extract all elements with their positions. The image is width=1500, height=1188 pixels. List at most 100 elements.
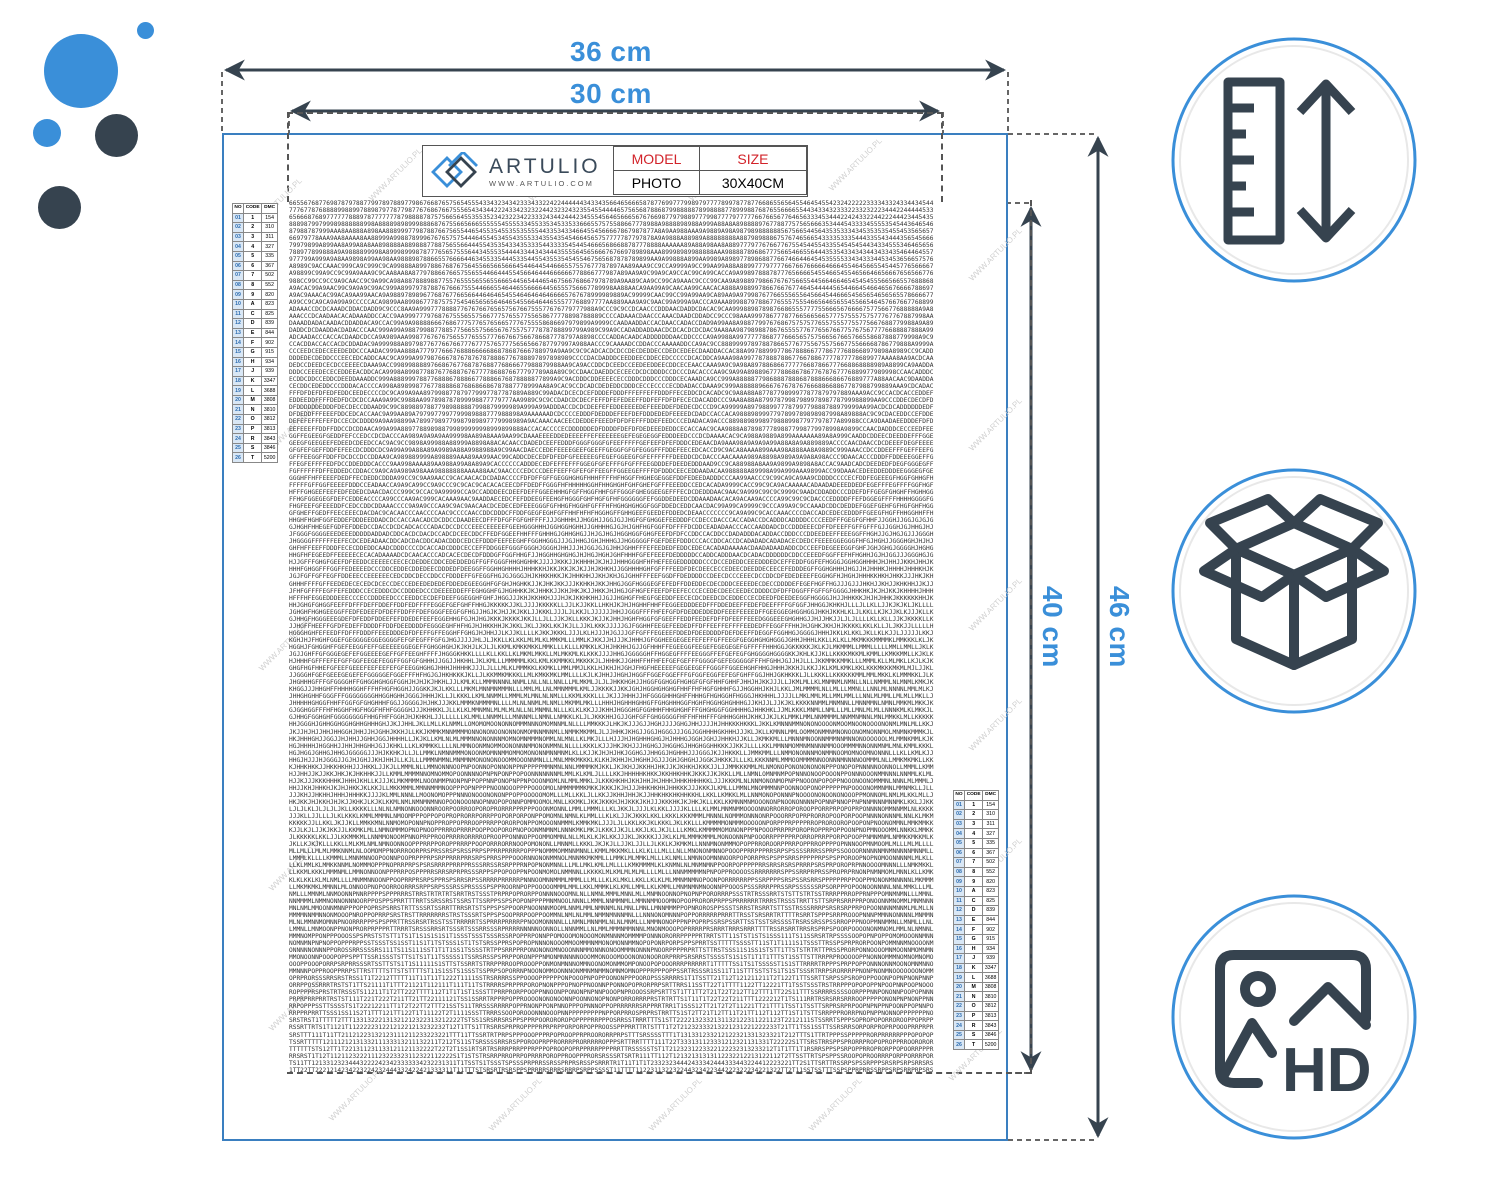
legend-cell: 3688 — [261, 385, 278, 396]
pattern-header: ARTULIO WWW.ARTULIO.COM MODEL SIZE PHOTO… — [422, 145, 808, 197]
legend-cell: 22 — [952, 1001, 966, 1012]
legend-cell: 335 — [261, 250, 278, 262]
header-frame-dashed — [287, 112, 943, 202]
outer-width-label: 36 cm — [570, 36, 652, 67]
legend-cell: 367 — [261, 260, 278, 272]
legend-cell: 08 — [231, 279, 245, 291]
legend-cell: A — [243, 298, 263, 310]
legend-cell: J — [243, 366, 263, 377]
symbol-pattern-grid: 6655676877698787978877997897889779867668… — [289, 200, 934, 1074]
legend-cell: 01 — [231, 212, 245, 224]
legend-cell: 7 — [243, 270, 263, 281]
legend-cell: 25 — [952, 1029, 966, 1041]
legend-cell: R — [964, 1020, 984, 1031]
legend-cell: 07 — [952, 857, 966, 868]
legend-cell: 19 — [231, 385, 245, 396]
legend-cell: 8 — [243, 279, 263, 291]
legend-cell: 08 — [952, 866, 966, 878]
spec-table: MODEL SIZE PHOTO 30X40CM — [613, 146, 808, 195]
legend-cell: 03 — [952, 818, 966, 830]
inner-frame-dashed — [287, 200, 1032, 1074]
legend-cell: 335 — [982, 837, 999, 849]
legend-cell: T — [964, 1039, 984, 1051]
legend-cell: 18 — [952, 962, 966, 974]
legend-cell: 13 — [952, 914, 966, 926]
canvas-sheet — [222, 133, 1008, 1141]
legend-cell: F — [964, 924, 984, 935]
legend-cell: 05 — [231, 250, 245, 262]
feature-hd-image: HD — [1170, 893, 1418, 1141]
legend-cell: 1 — [964, 799, 984, 811]
legend-cell: 902 — [982, 924, 999, 935]
legend-cell: 9 — [964, 876, 984, 887]
legend-cell: 4 — [243, 241, 263, 252]
decor-dot-dark-2 — [38, 186, 81, 229]
legend-cell: E — [243, 327, 263, 339]
legend-cell: 12 — [952, 905, 966, 916]
legend-cell: 3 — [243, 231, 263, 243]
legend-cell: C — [964, 895, 984, 907]
legend-cell: 5 — [964, 837, 984, 849]
legend-cell: 310 — [261, 222, 278, 233]
legend-cell: K — [964, 962, 984, 974]
legend-cell: 939 — [982, 953, 999, 964]
legend-cell: 23 — [952, 1010, 966, 1022]
legend-cell: 154 — [982, 799, 999, 811]
legend-cell: D — [964, 905, 984, 916]
legend-cell: J — [964, 953, 984, 964]
legend-cell: 6 — [243, 260, 263, 272]
legend-cell: 3688 — [982, 972, 999, 983]
hd-text-glyph: HD — [1282, 1036, 1372, 1105]
legend-cell: 25 — [231, 442, 245, 454]
legend-cell: 3347 — [261, 375, 278, 387]
legend-cell: G — [964, 933, 984, 945]
inner-height-label: 40 cm — [1037, 586, 1068, 668]
legend-cell: N — [243, 404, 263, 416]
brand-logo: ARTULIO WWW.ARTULIO.COM — [423, 146, 613, 195]
legend-cell: 06 — [231, 260, 245, 272]
legend-cell: O — [243, 414, 263, 425]
legend-cell: 11 — [952, 895, 966, 907]
legend-cell: 02 — [231, 222, 245, 233]
decor-dot-large-blue — [44, 34, 118, 108]
legend-cell: 1 — [243, 212, 263, 224]
legend-cell: K — [243, 375, 263, 387]
legend-header: CODE — [964, 790, 984, 801]
legend-cell: L — [243, 385, 263, 396]
legend-cell: 934 — [982, 943, 999, 955]
legend-cell: 3810 — [261, 404, 278, 416]
legend-cell: 3808 — [982, 981, 999, 993]
legend-cell: 3843 — [982, 1020, 999, 1031]
legend-cell: 915 — [261, 346, 278, 358]
legend-cell: N — [964, 991, 984, 1003]
legend-cell: 502 — [261, 270, 278, 281]
legend-header: NO — [231, 203, 245, 214]
legend-cell: 844 — [261, 327, 278, 339]
legend-cell: M — [243, 394, 263, 406]
legend-cell: 502 — [982, 857, 999, 868]
legend-cell: 20 — [952, 981, 966, 993]
legend-cell: 04 — [231, 241, 245, 252]
legend-cell: 21 — [231, 404, 245, 416]
legend-cell: 3 — [964, 818, 984, 830]
legend-cell: 09 — [952, 876, 966, 887]
hd-image-icon: HD — [1171, 894, 1417, 1140]
